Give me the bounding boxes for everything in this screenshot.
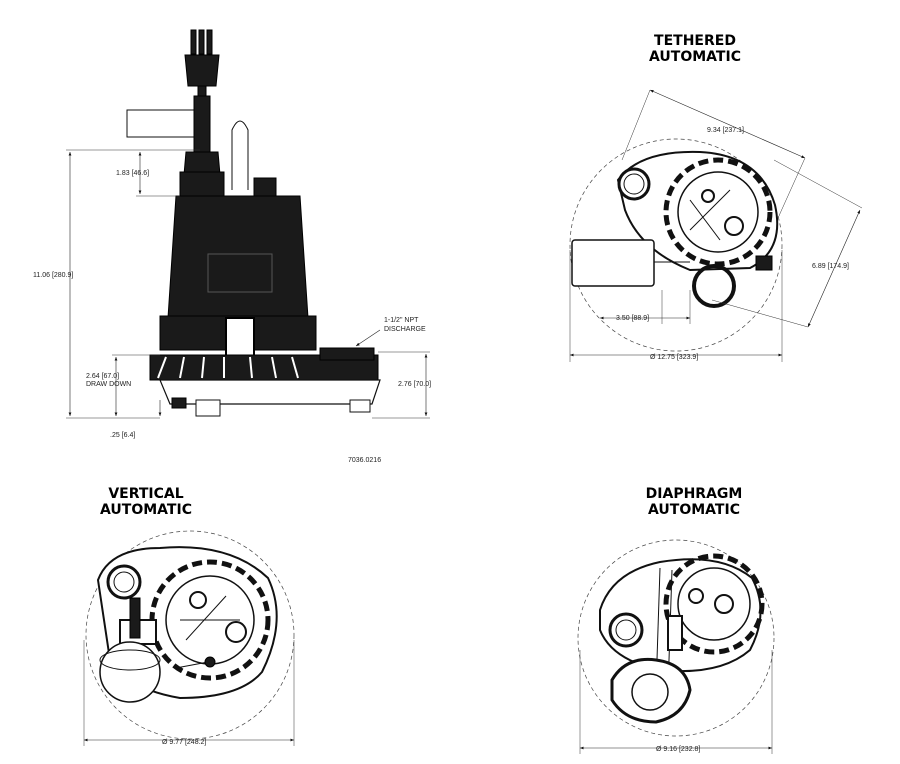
diaphragm-top-view: DIAPHRAGM AUTOMATIC Ø 9.16 [232.8]	[577, 486, 775, 754]
tethered-gauge	[617, 167, 651, 201]
tethered-float	[571, 239, 655, 287]
vertical-gauge	[106, 564, 142, 600]
label-plate	[207, 253, 273, 293]
pump-side-view: 1.83 [46.6] 11.06 [280.9] 2.64 [67.0] DR…	[33, 29, 431, 464]
diaphragm-dim-diameter: Ø 9.16 [232.8]	[656, 746, 700, 753]
diaphragm-switch	[610, 657, 692, 724]
cord-stem	[193, 95, 211, 153]
dim-drawdown-caption: DRAW DOWN	[86, 381, 131, 388]
dim-discharge-height-label: 2.76 [70.0]	[398, 381, 431, 388]
discharge-note-line1: 1-1/2" NPT	[384, 317, 419, 324]
part-number: 7036.0216	[348, 457, 381, 464]
tethered-dim-diag: 9.34 [237.1]	[707, 127, 744, 134]
dim-height-label: 11.06 [280.9]	[33, 272, 73, 279]
tethered-top-view: TETHERED AUTOMATIC 9.34 [237.1] 6.89 [17…	[569, 33, 863, 362]
tethered-title-line2: AUTOMATIC	[649, 49, 741, 65]
vertical-dim-diameter: Ø 9.77 [248.2]	[162, 739, 206, 746]
diaphragm-title-line2: AUTOMATIC	[648, 502, 740, 518]
vertical-top-view: VERTICAL AUTOMATIC Ø 9.77 [248.2]	[83, 486, 295, 746]
dim-top-label: 1.83 [46.6]	[116, 170, 149, 177]
vertical-title-line2: AUTOMATIC	[100, 502, 192, 518]
float-switch	[126, 109, 195, 138]
diaphragm-sweep-circle	[577, 539, 775, 737]
diaphragm-title-line1: DIAPHRAGM	[646, 486, 743, 502]
power-plug	[184, 29, 220, 107]
vertical-float	[99, 641, 161, 703]
discharge-port	[319, 347, 375, 361]
pump-neck	[179, 171, 225, 197]
tethered-dim-right: 6.89 [174.9]	[812, 263, 849, 270]
tethered-dim-diameter: Ø 12.75 [323.9]	[650, 354, 698, 361]
dim-base-label: .25 [6.4]	[110, 432, 135, 439]
handle	[231, 120, 249, 190]
discharge-note-line2: DISCHARGE	[384, 326, 426, 333]
tethered-dim-offset: 3.50 [88.9]	[616, 315, 649, 322]
dim-drawdown-label: 2.64 [67.0]	[86, 373, 119, 380]
vertical-title-line1: VERTICAL	[108, 486, 183, 502]
base-feet	[159, 379, 381, 405]
diaphragm-gauge	[608, 612, 644, 648]
tethered-handle	[692, 264, 736, 308]
tethered-title-line1: TETHERED	[654, 33, 736, 49]
